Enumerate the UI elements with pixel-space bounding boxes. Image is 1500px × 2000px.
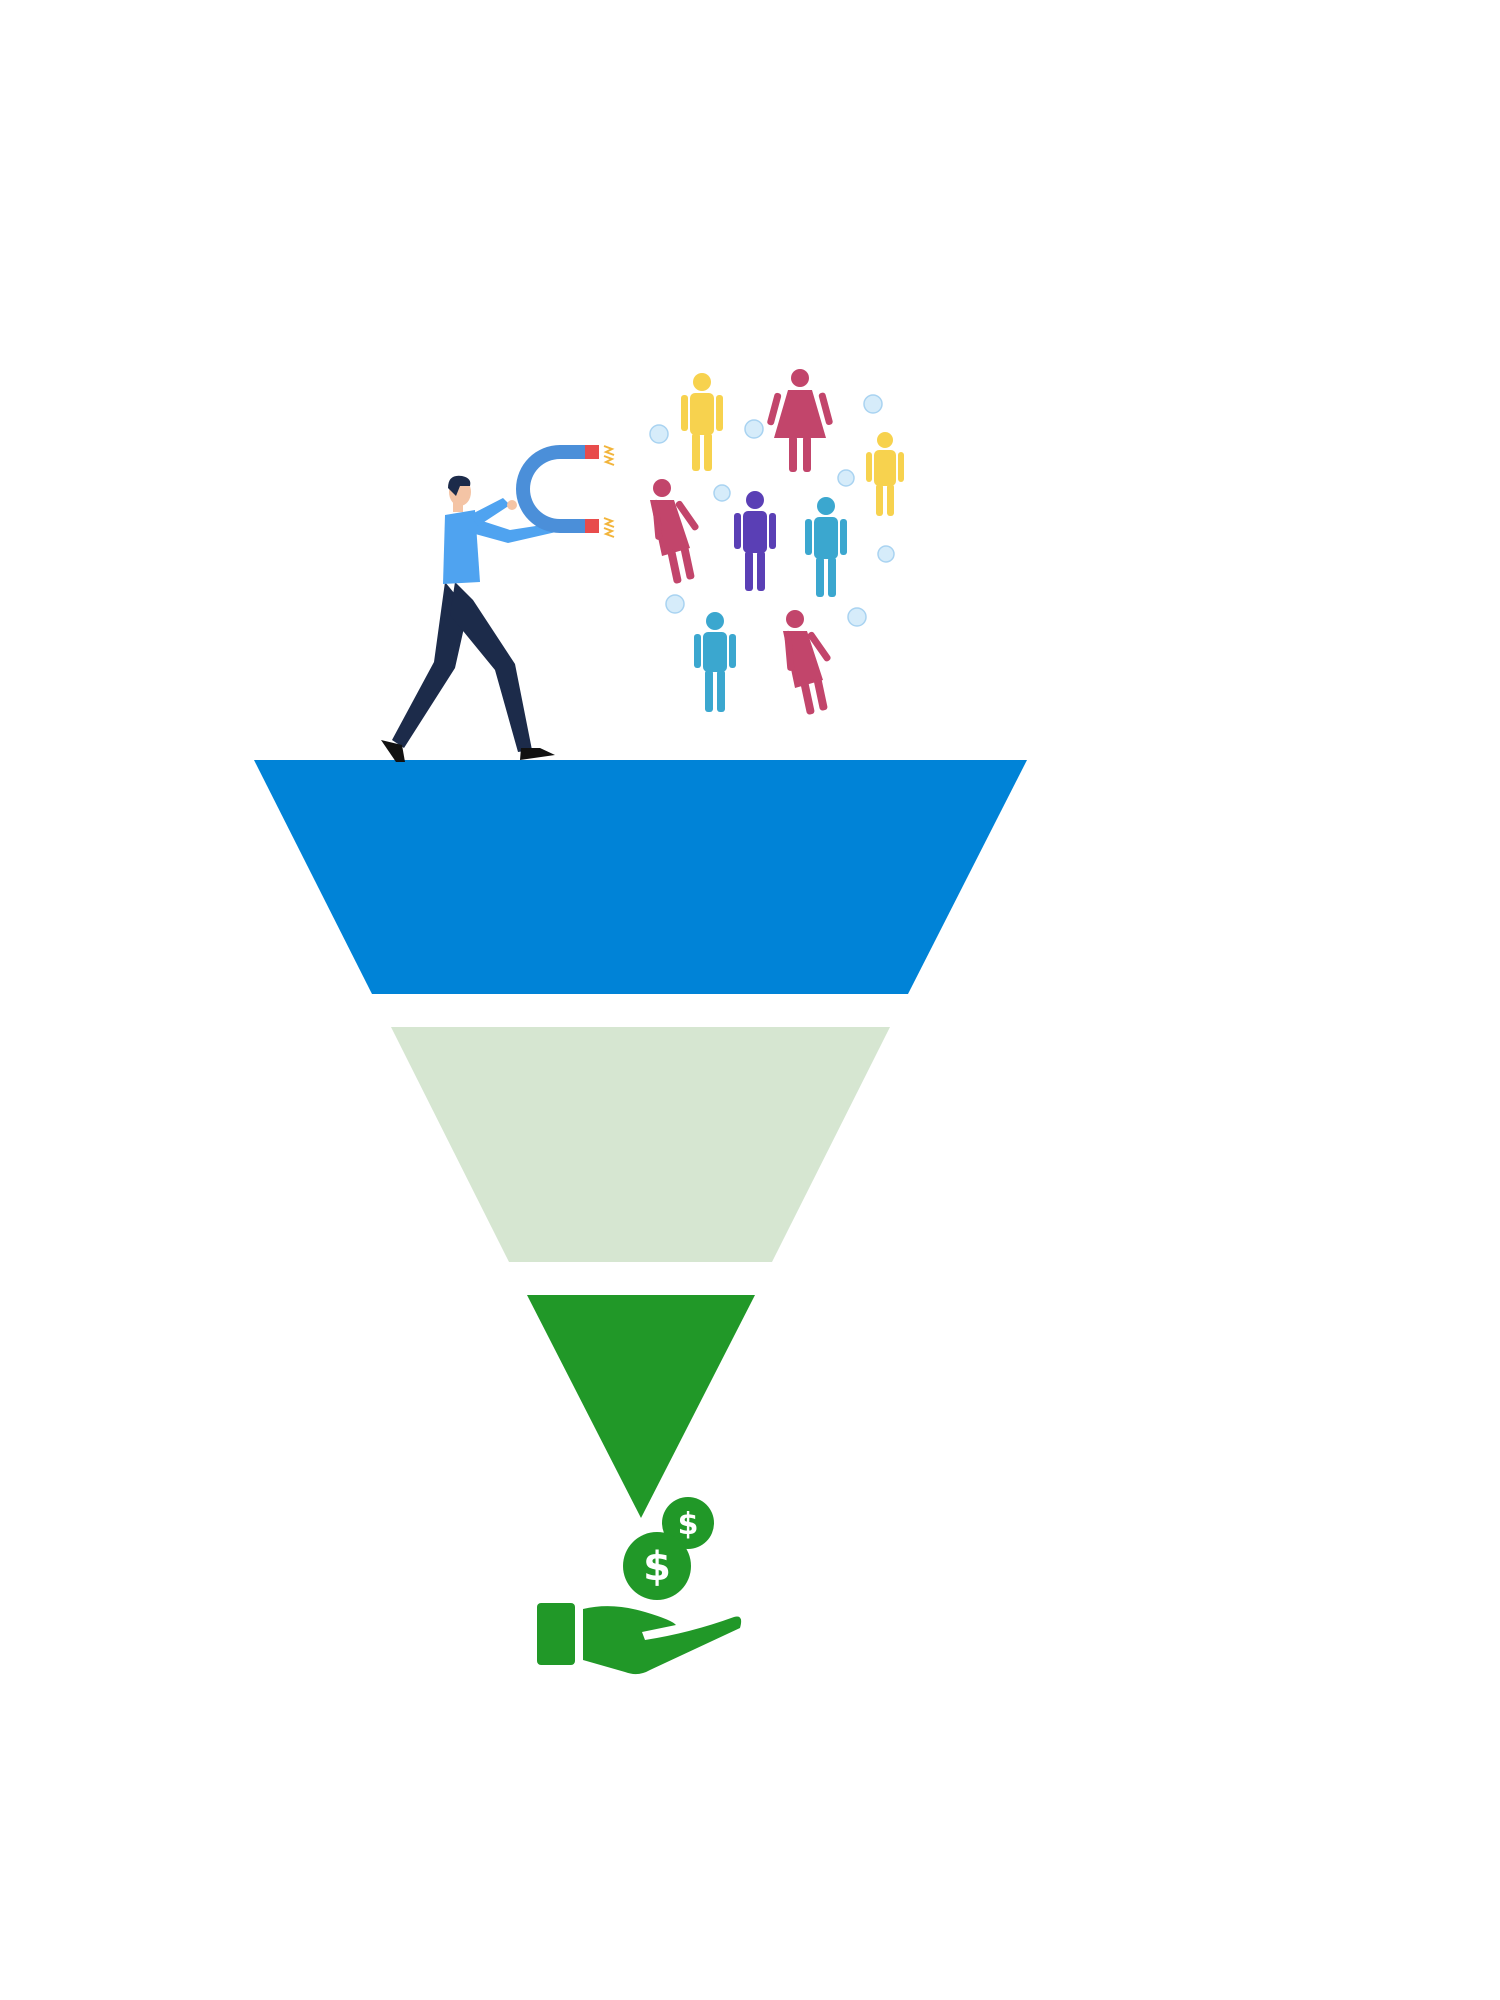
person-man [734, 491, 776, 591]
hand-holding-money-icon: $ $ [537, 1497, 742, 1675]
people-crowd-icon [649, 369, 904, 715]
businessman-with-magnet-icon [381, 475, 563, 762]
funnel-stage-bottom [527, 1295, 755, 1518]
svg-text:$: $ [678, 1507, 699, 1542]
person-man [866, 432, 904, 516]
person-woman [650, 479, 699, 584]
person-man [805, 497, 847, 597]
funnel-stage-middle [391, 1027, 890, 1262]
person-man [681, 373, 723, 471]
horseshoe-magnet-icon [516, 445, 615, 538]
svg-text:$: $ [643, 1544, 671, 1590]
person-woman [783, 610, 831, 715]
person-woman [767, 369, 833, 472]
funnel-stage-top [254, 760, 1027, 994]
person-man [694, 612, 736, 712]
user-avatar-bubbles [649, 394, 895, 627]
